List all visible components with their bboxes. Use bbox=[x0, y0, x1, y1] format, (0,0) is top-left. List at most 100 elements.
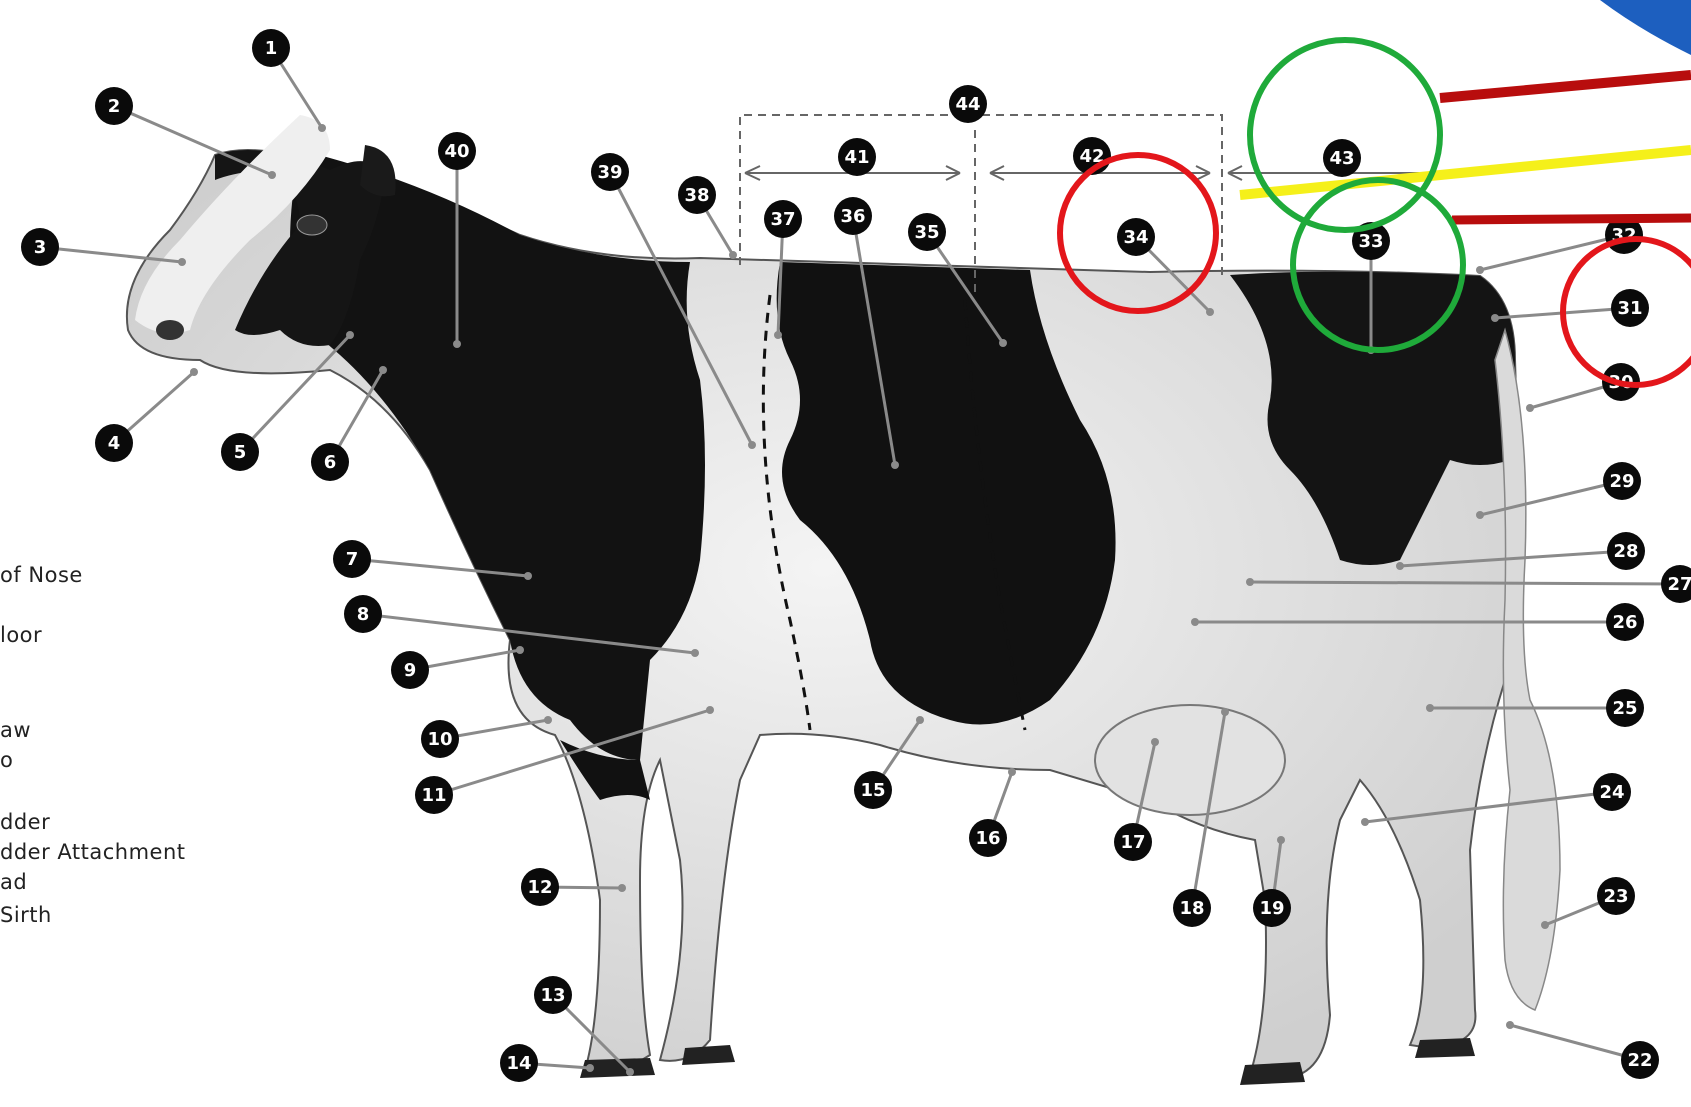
number-badge-3 bbox=[21, 228, 59, 266]
number-label-35: 35 bbox=[914, 222, 939, 243]
number-label-39: 39 bbox=[597, 162, 622, 183]
black-patch-mid bbox=[776, 262, 1116, 725]
number-badge-31 bbox=[1611, 289, 1649, 327]
number-badge-27 bbox=[1661, 565, 1691, 603]
leader-end-35 bbox=[999, 339, 1007, 347]
leader-line-3 bbox=[39, 245, 183, 264]
number-label-6: 6 bbox=[324, 452, 337, 473]
leader-line-28 bbox=[1399, 549, 1627, 568]
legend-line: aw bbox=[0, 718, 32, 742]
number-label-15: 15 bbox=[860, 780, 885, 801]
number-label-27: 27 bbox=[1667, 574, 1691, 595]
leader-end-25 bbox=[1426, 704, 1434, 712]
leader-end-39 bbox=[748, 441, 756, 449]
leader-end-23 bbox=[1541, 921, 1549, 929]
number-badge-36 bbox=[834, 197, 872, 235]
leader-end-19 bbox=[1277, 836, 1285, 844]
green-circle-43 bbox=[1247, 37, 1443, 233]
number-label-37: 37 bbox=[770, 209, 795, 230]
number-label-19: 19 bbox=[1259, 898, 1284, 919]
number-badge-34 bbox=[1117, 218, 1155, 256]
cow-illustration bbox=[126, 115, 1561, 1085]
leader-end-1 bbox=[318, 124, 326, 132]
leader-line-35 bbox=[925, 231, 1005, 344]
leader-end-9 bbox=[516, 646, 524, 654]
leader-line-8 bbox=[362, 612, 696, 655]
leader-end-26 bbox=[1191, 618, 1199, 626]
number-badge-40 bbox=[438, 132, 476, 170]
red-circle-34 bbox=[1057, 152, 1219, 314]
leader-line-24 bbox=[1364, 790, 1613, 824]
number-label-24: 24 bbox=[1599, 782, 1624, 803]
leader-end-5 bbox=[346, 331, 354, 339]
leader-end-34 bbox=[1206, 308, 1214, 316]
leader-end-14 bbox=[586, 1064, 594, 1072]
leader-end-6 bbox=[379, 366, 387, 374]
number-label-3: 3 bbox=[34, 237, 47, 258]
loin-dashed-line bbox=[963, 299, 1027, 731]
leader-end-27 bbox=[1246, 578, 1254, 586]
cow-ear bbox=[360, 145, 396, 197]
number-badge-15 bbox=[854, 771, 892, 809]
number-badge-11 bbox=[415, 776, 453, 814]
leader-line-39 bbox=[608, 171, 754, 446]
number-label-4: 4 bbox=[108, 433, 121, 454]
legend-line: dder Attachment bbox=[0, 840, 186, 864]
leader-end-8 bbox=[691, 649, 699, 657]
number-label-44: 44 bbox=[955, 94, 980, 115]
number-badge-13 bbox=[534, 976, 572, 1014]
number-label-18: 18 bbox=[1179, 898, 1204, 919]
leader-end-24 bbox=[1361, 818, 1369, 826]
leader-line-32 bbox=[1479, 233, 1625, 272]
green-circle-33 bbox=[1290, 177, 1466, 353]
leader-end-32 bbox=[1476, 266, 1484, 274]
number-label-13: 13 bbox=[540, 985, 565, 1006]
cow-nostril bbox=[156, 320, 184, 340]
number-badge-16 bbox=[969, 819, 1007, 857]
udder bbox=[1094, 704, 1286, 816]
number-badge-43 bbox=[1323, 139, 1361, 177]
number-badge-14 bbox=[500, 1044, 538, 1082]
number-badge-8 bbox=[344, 595, 382, 633]
number-label-14: 14 bbox=[506, 1053, 531, 1074]
black-patch-neck bbox=[290, 150, 705, 760]
cow-eye bbox=[296, 214, 328, 236]
dark-red-annotation-line bbox=[1451, 213, 1691, 225]
number-badge-29 bbox=[1603, 462, 1641, 500]
leader-line-29 bbox=[1479, 479, 1623, 517]
number-badge-24 bbox=[1593, 773, 1631, 811]
tail bbox=[1494, 327, 1561, 1011]
leader-end-4 bbox=[190, 368, 198, 376]
hoof bbox=[1415, 1038, 1475, 1058]
number-label-38: 38 bbox=[684, 185, 709, 206]
red-circle-31 bbox=[1560, 236, 1691, 388]
leader-end-12 bbox=[618, 884, 626, 892]
number-badge-10 bbox=[421, 720, 459, 758]
leader-line-18 bbox=[1190, 711, 1227, 909]
leader-end-38 bbox=[729, 251, 737, 259]
leader-end-15 bbox=[916, 716, 924, 724]
number-badge-2 bbox=[95, 87, 133, 125]
leader-end-10 bbox=[544, 716, 552, 724]
number-badge-17 bbox=[1114, 823, 1152, 861]
number-label-25: 25 bbox=[1612, 698, 1637, 719]
number-label-31: 31 bbox=[1617, 298, 1642, 319]
number-badge-19 bbox=[1253, 889, 1291, 927]
leader-line-5 bbox=[238, 333, 352, 454]
number-badge-7 bbox=[333, 540, 371, 578]
leader-line-7 bbox=[351, 557, 529, 578]
leader-end-11 bbox=[706, 706, 714, 714]
number-badge-1 bbox=[252, 29, 290, 67]
number-badge-18 bbox=[1173, 889, 1211, 927]
number-badge-44 bbox=[949, 85, 987, 123]
leader-end-36 bbox=[891, 461, 899, 469]
number-label-5: 5 bbox=[234, 442, 247, 463]
number-label-34: 34 bbox=[1123, 227, 1148, 248]
corner-decoration bbox=[1600, 0, 1691, 55]
leader-end-31 bbox=[1491, 314, 1499, 322]
leader-end-2 bbox=[268, 171, 276, 179]
number-label-16: 16 bbox=[975, 828, 1000, 849]
number-label-41: 41 bbox=[844, 147, 869, 168]
number-badge-5 bbox=[221, 433, 259, 471]
